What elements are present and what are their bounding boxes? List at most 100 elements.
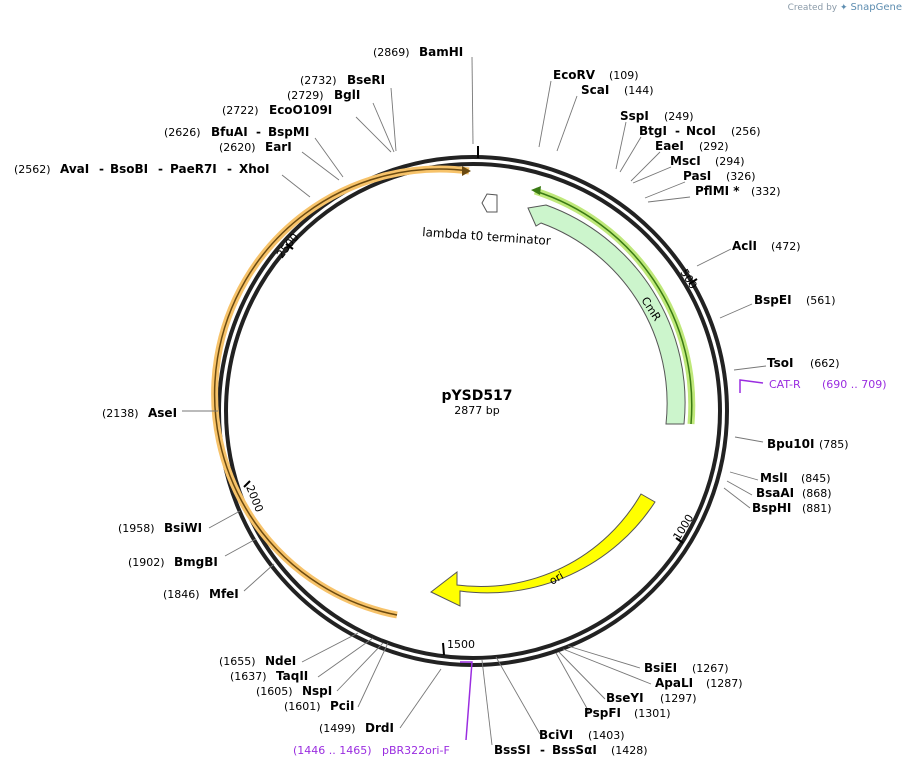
svg-text:(1958): (1958) <box>118 522 155 535</box>
svg-text:-: - <box>158 162 163 176</box>
primer-cat-r-marker <box>739 379 764 393</box>
credit-brand: SnapGene <box>850 2 902 13</box>
svg-text:(2620): (2620) <box>219 141 256 154</box>
green-arc-arrowhead <box>531 186 541 195</box>
svg-text:(144): (144) <box>624 84 654 97</box>
feature-lambda-t0-label: lambda t0 terminator <box>422 225 551 248</box>
green-arc-core <box>534 190 693 425</box>
ruler-tick-1000 <box>675 537 684 544</box>
svg-text:SspI: SspI <box>620 109 649 123</box>
site-btgi-ncoi: BtgI - NcoI (256) <box>639 124 761 138</box>
svg-text:-: - <box>256 125 261 139</box>
site-avai-bsobi-paer7i-xhoi: (2562) AvaI - BsoBI - PaeR7I - XhoI <box>14 162 270 176</box>
plasmid-name: pYSD517 <box>441 388 512 404</box>
feature-cmr <box>527 204 686 425</box>
site-ecorv: EcoRV (109) <box>553 68 639 82</box>
primer-pbr322ori-f: (1446 .. 1465) pBR322ori-F <box>293 744 450 757</box>
ruler-tick-2500 <box>285 243 294 250</box>
svg-text:BspHI: BspHI <box>752 501 791 515</box>
svg-text:(294): (294) <box>715 155 745 168</box>
svg-text:(561): (561) <box>806 294 836 307</box>
svg-text:(326): (326) <box>726 170 756 183</box>
svg-text:(845): (845) <box>801 472 831 485</box>
svg-text:BsiWI: BsiWI <box>164 521 202 535</box>
svg-text:(292): (292) <box>699 140 729 153</box>
svg-text:NdeI: NdeI <box>265 654 296 668</box>
svg-text:PspFI: PspFI <box>584 706 621 720</box>
ruler-tick-2000 <box>243 480 251 488</box>
svg-text:ScaI: ScaI <box>581 83 609 97</box>
ruler-label-1500: 1500 <box>447 638 475 651</box>
snapgene-logo-icon: ✦ <box>840 3 848 13</box>
svg-text:(472): (472) <box>771 240 801 253</box>
site-asei: (2138) AseI <box>102 406 177 420</box>
svg-text:(785): (785) <box>819 438 849 451</box>
feature-ori-label: ori <box>547 569 566 587</box>
svg-text:(249): (249) <box>664 110 694 123</box>
svg-text:BciVI: BciVI <box>539 728 573 742</box>
orange-arc-arrowhead <box>462 166 471 176</box>
ruler-tick-1500 <box>442 642 445 656</box>
svg-text:BsoBI: BsoBI <box>110 162 148 176</box>
svg-text:TaqII: TaqII <box>276 669 308 683</box>
svg-text:(1499): (1499) <box>319 722 356 735</box>
site-sspi: SspI (249) <box>620 109 694 123</box>
svg-text:EarI: EarI <box>265 140 292 154</box>
ruler-tick-500 <box>688 278 698 285</box>
backbone-inner-ring <box>224 162 722 660</box>
svg-text:(1655): (1655) <box>219 655 256 668</box>
site-msli: MslI (845) <box>760 471 831 485</box>
site-msci: MscI (294) <box>670 154 745 168</box>
snapgene-credit: Created by ✦ SnapGene <box>788 2 902 13</box>
site-drdi: (1499) DrdI <box>319 721 394 735</box>
svg-text:Bpu10I: Bpu10I <box>767 437 814 451</box>
site-pflmi: PflMI * (332) <box>695 184 781 198</box>
site-ecoo109i: (2722) EcoO109I <box>222 103 332 117</box>
primer-cat-r: CAT-R (690 .. 709) <box>769 378 887 391</box>
svg-text:(2729): (2729) <box>287 89 324 102</box>
svg-text:BssSαI: BssSαI <box>552 743 597 757</box>
svg-text:PasI: PasI <box>683 169 711 183</box>
svg-text:MslI: MslI <box>760 471 788 485</box>
svg-text:BspEI: BspEI <box>754 293 792 307</box>
svg-text:NcoI: NcoI <box>686 124 716 138</box>
site-tsoi: TsoI (662) <box>767 356 840 370</box>
svg-text:BfuAI: BfuAI <box>211 125 248 139</box>
svg-text:BssSI: BssSI <box>494 743 531 757</box>
feature-lambda-t0-terminator <box>481 193 498 213</box>
svg-text:BglI: BglI <box>334 88 360 102</box>
svg-text:(2138): (2138) <box>102 407 139 420</box>
svg-text:TsoI: TsoI <box>767 356 793 370</box>
svg-text:pBR322ori-F: pBR322ori-F <box>382 744 450 757</box>
svg-text:MscI: MscI <box>670 154 701 168</box>
svg-text:BtgI: BtgI <box>639 124 667 138</box>
site-pcii: (1601) PciI <box>284 699 355 713</box>
svg-text:(109): (109) <box>609 69 639 82</box>
svg-text:-: - <box>227 162 232 176</box>
svg-text:PciI: PciI <box>330 699 355 713</box>
site-bamhi: (2869) BamHI <box>373 45 463 59</box>
backbone-outer-ring <box>217 155 729 667</box>
site-acli: AclI (472) <box>732 239 801 253</box>
svg-text:(1446 .. 1465): (1446 .. 1465) <box>293 744 372 757</box>
site-bgli: (2729) BglI <box>287 88 360 102</box>
svg-text:(1605): (1605) <box>256 685 293 698</box>
site-bsphi: BspHI (881) <box>752 501 832 515</box>
svg-text:(2722): (2722) <box>222 104 259 117</box>
svg-text:MfeI: MfeI <box>209 587 239 601</box>
orange-arc-core <box>213 168 470 616</box>
svg-text:PflMI *: PflMI * <box>695 184 740 198</box>
svg-text:(2562): (2562) <box>14 163 51 176</box>
svg-text:BseYI: BseYI <box>606 691 644 705</box>
svg-text:(1846): (1846) <box>163 588 200 601</box>
credit-prefix: Created by <box>787 3 838 13</box>
svg-text:(2626): (2626) <box>164 126 201 139</box>
site-nspi: (1605) NspI <box>256 684 332 698</box>
svg-text:BspMI: BspMI <box>268 125 309 139</box>
site-eaei: EaeI (292) <box>655 139 729 153</box>
svg-text:CAT-R: CAT-R <box>769 378 801 391</box>
site-pasi: PasI (326) <box>683 169 756 183</box>
svg-text:-: - <box>540 743 545 757</box>
svg-text:-: - <box>675 124 680 138</box>
